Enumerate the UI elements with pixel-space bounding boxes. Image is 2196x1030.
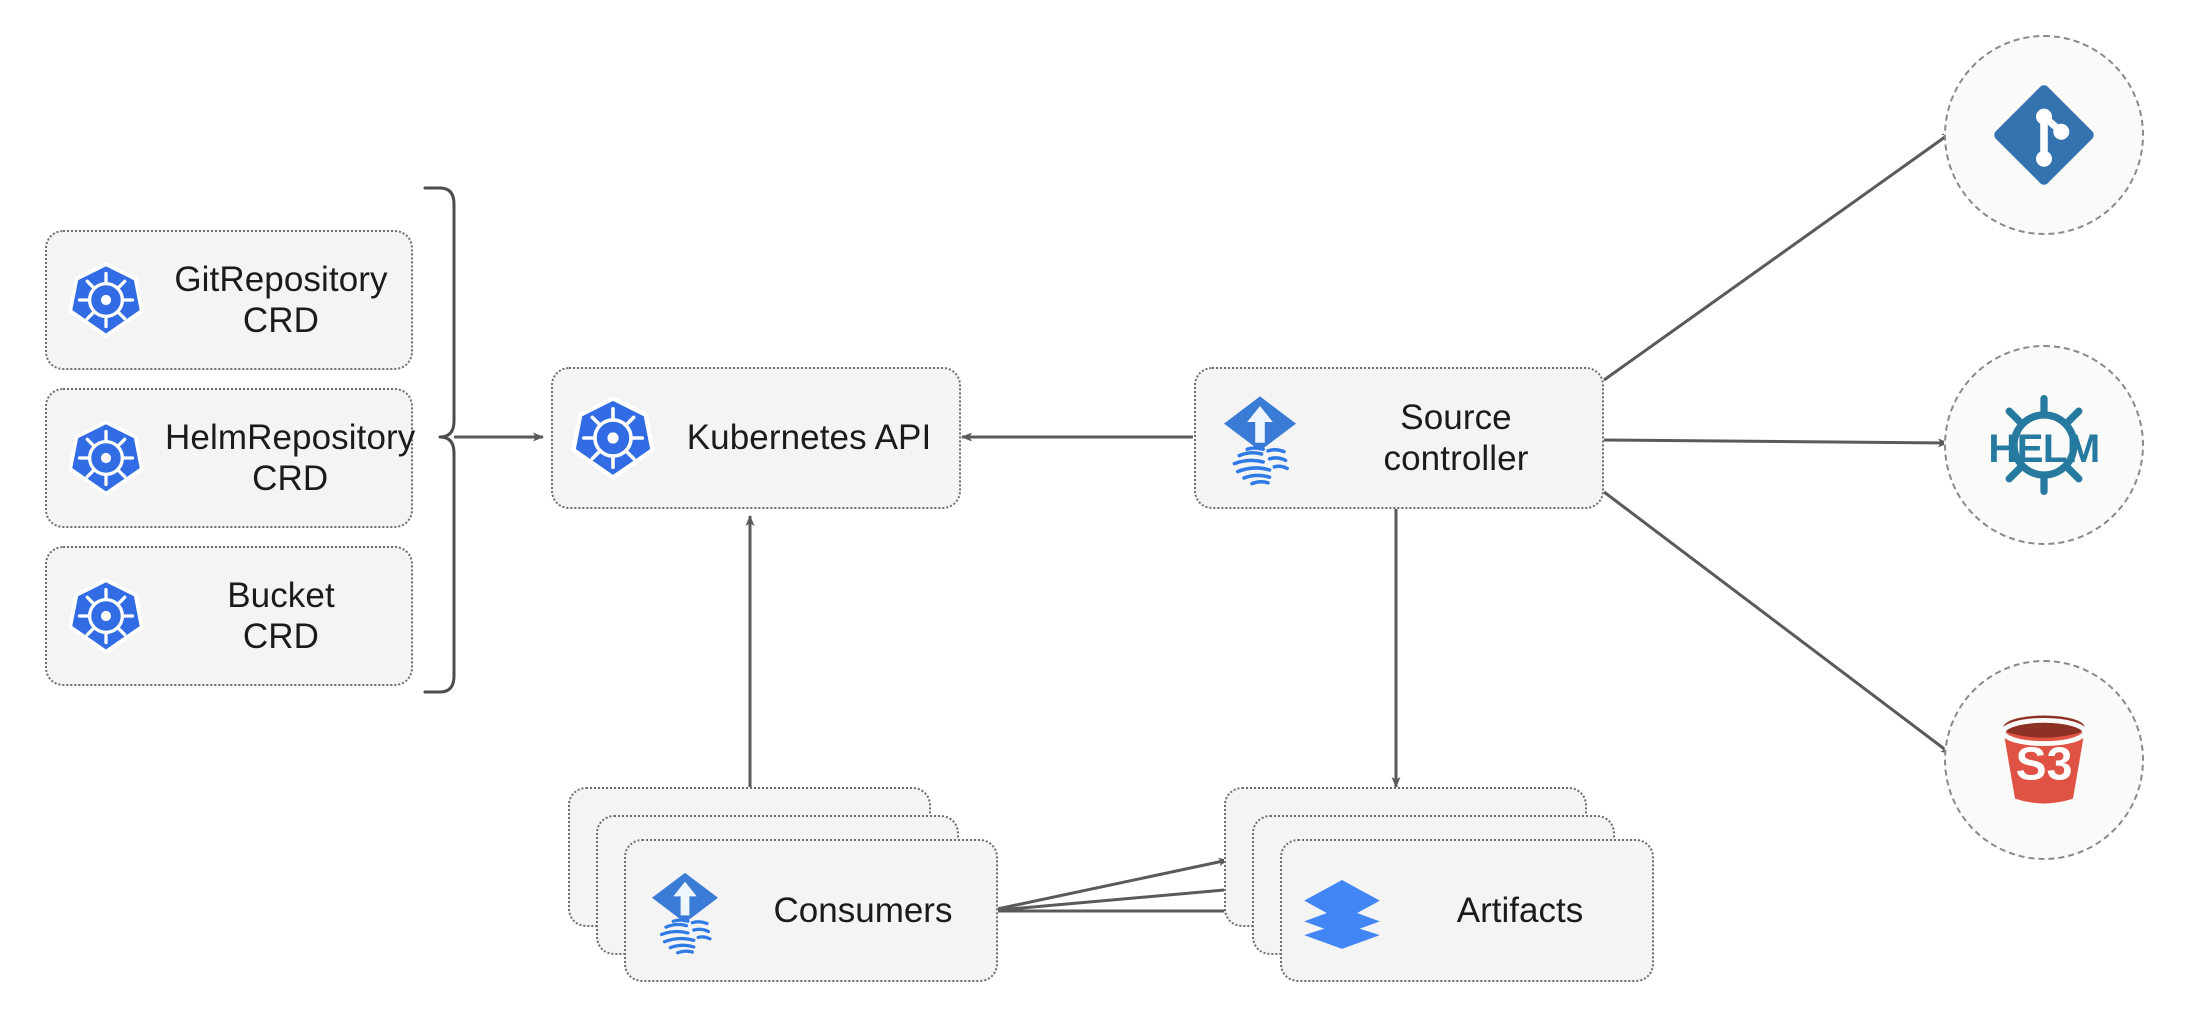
edge-source-controller-to-git [1603,130,1953,382]
node-artifacts[interactable]: Artifacts [1224,787,1654,982]
kubernetes-icon [47,261,165,339]
kubernetes-icon [553,395,673,481]
artifacts-sheet-front[interactable]: Artifacts [1280,839,1654,982]
gitrepository-crd-label: GitRepository CRD [174,259,388,340]
edge-consumers-to-artifacts-top [987,857,1229,913]
node-consumers[interactable]: Consumers [568,787,998,982]
kubernetes-icon [47,419,165,497]
node-git-source[interactable] [1944,35,2144,235]
helm-icon: HELM [1986,387,2102,503]
svg-text:S3: S3 [2016,737,2073,789]
kubernetes-api-label: Kubernetes API [686,418,932,458]
node-gitrepository-crd[interactable]: GitRepository CRD [45,230,413,370]
node-helmrepository-crd[interactable]: HelmRepository CRD [45,388,415,528]
source-controller-label: Source controller [1383,397,1529,478]
bucket-crd-label: Bucket CRD [227,575,335,656]
consumers-label: Consumers [773,890,953,930]
consumers-sheet-front[interactable]: Consumers [624,839,998,982]
helmrepository-crd-label: HelmRepository CRD [165,417,416,498]
s3-icon: S3 [1986,702,2102,818]
flux-icon [626,867,744,955]
edge-source-controller-to-helm [1603,438,1949,448]
node-helm-source[interactable]: HELM [1944,345,2144,545]
edge-source-controller-to-s3 [1603,490,1952,756]
flux-icon [1196,390,1324,486]
layers-icon [1282,868,1402,954]
node-s3-source[interactable]: S3 [1944,660,2144,860]
edge-consumers-to-artifacts-mid [987,883,1259,913]
artifacts-label: Artifacts [1456,890,1584,930]
kubernetes-icon [47,577,165,655]
node-source-controller[interactable]: Source controller [1194,367,1604,509]
node-kubernetes-api[interactable]: Kubernetes API [551,367,961,509]
helm-wordmark: HELM [1988,427,2100,471]
node-bucket-crd[interactable]: Bucket CRD [45,546,413,686]
git-icon [1990,81,2098,189]
